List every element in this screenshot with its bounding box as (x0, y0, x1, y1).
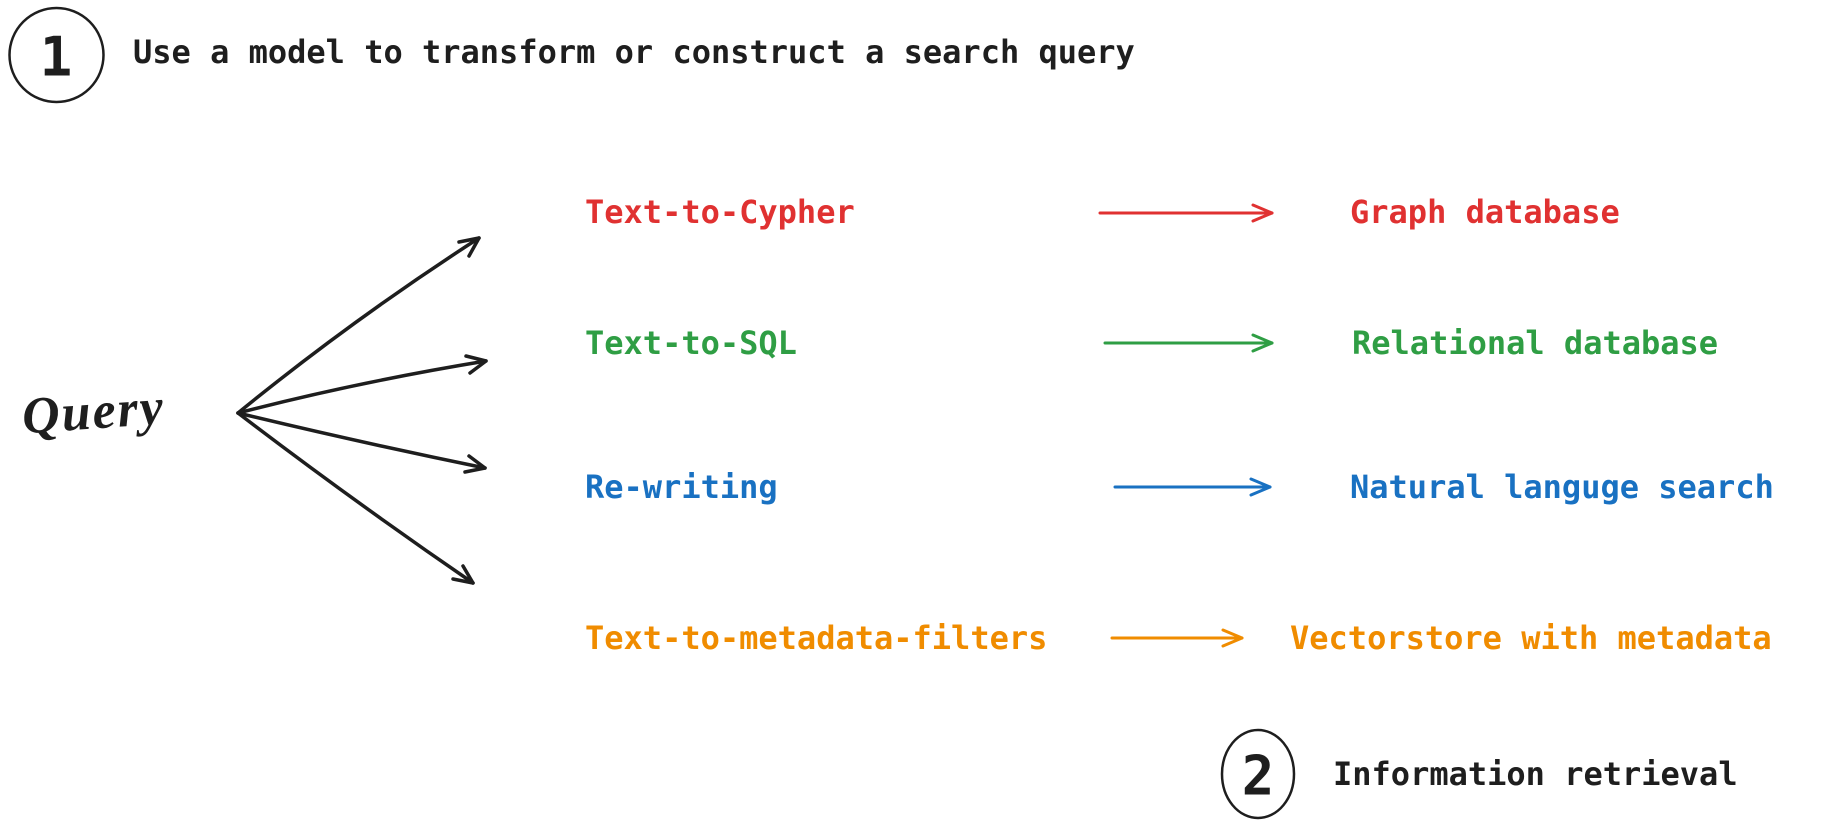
fan-arrow-2-head (464, 354, 488, 375)
target-label-natural-languge-search: Natural languge search (1350, 468, 1774, 506)
target-label-relational-database: Relational database (1352, 324, 1719, 362)
step-2-number: 2 (1241, 744, 1275, 808)
target-label-vectorstore-with-metadata: Vectorstore with metadata (1290, 619, 1772, 657)
fan-arrow-1 (236, 236, 481, 415)
fan-arrow-4 (236, 411, 475, 585)
query-fan-arrows (236, 236, 488, 585)
fan-arrow-4-head (451, 564, 475, 585)
step-1-circle (8, 6, 105, 104)
method-label-text-to-sql: Text-to-SQL (585, 324, 797, 362)
flow-arrow-text-to-metadata-filters (1110, 628, 1244, 648)
flow-arrow-re-writing (1113, 477, 1272, 497)
step-1-label: Use a model to transform or construct a … (133, 33, 1135, 71)
method-label-text-to-cypher: Text-to-Cypher (585, 193, 855, 231)
step-1-number: 1 (39, 25, 73, 89)
fan-arrow-3-head (463, 454, 487, 474)
fan-arrow-2 (236, 359, 488, 415)
flow-arrow-text-to-sql (1103, 333, 1274, 353)
method-label-text-to-metadata-filters: Text-to-metadata-filters (585, 619, 1048, 657)
fan-arrow-1-head (457, 236, 481, 258)
step-2-circle (1220, 728, 1296, 820)
method-label-re-writing: Re-writing (585, 468, 778, 506)
query-label: Query (20, 378, 167, 446)
step-2-label: Information retrieval (1333, 755, 1738, 793)
flow-arrow-text-to-cypher (1098, 203, 1274, 223)
target-label-graph-database: Graph database (1350, 193, 1620, 231)
fan-arrow-3 (236, 411, 487, 470)
